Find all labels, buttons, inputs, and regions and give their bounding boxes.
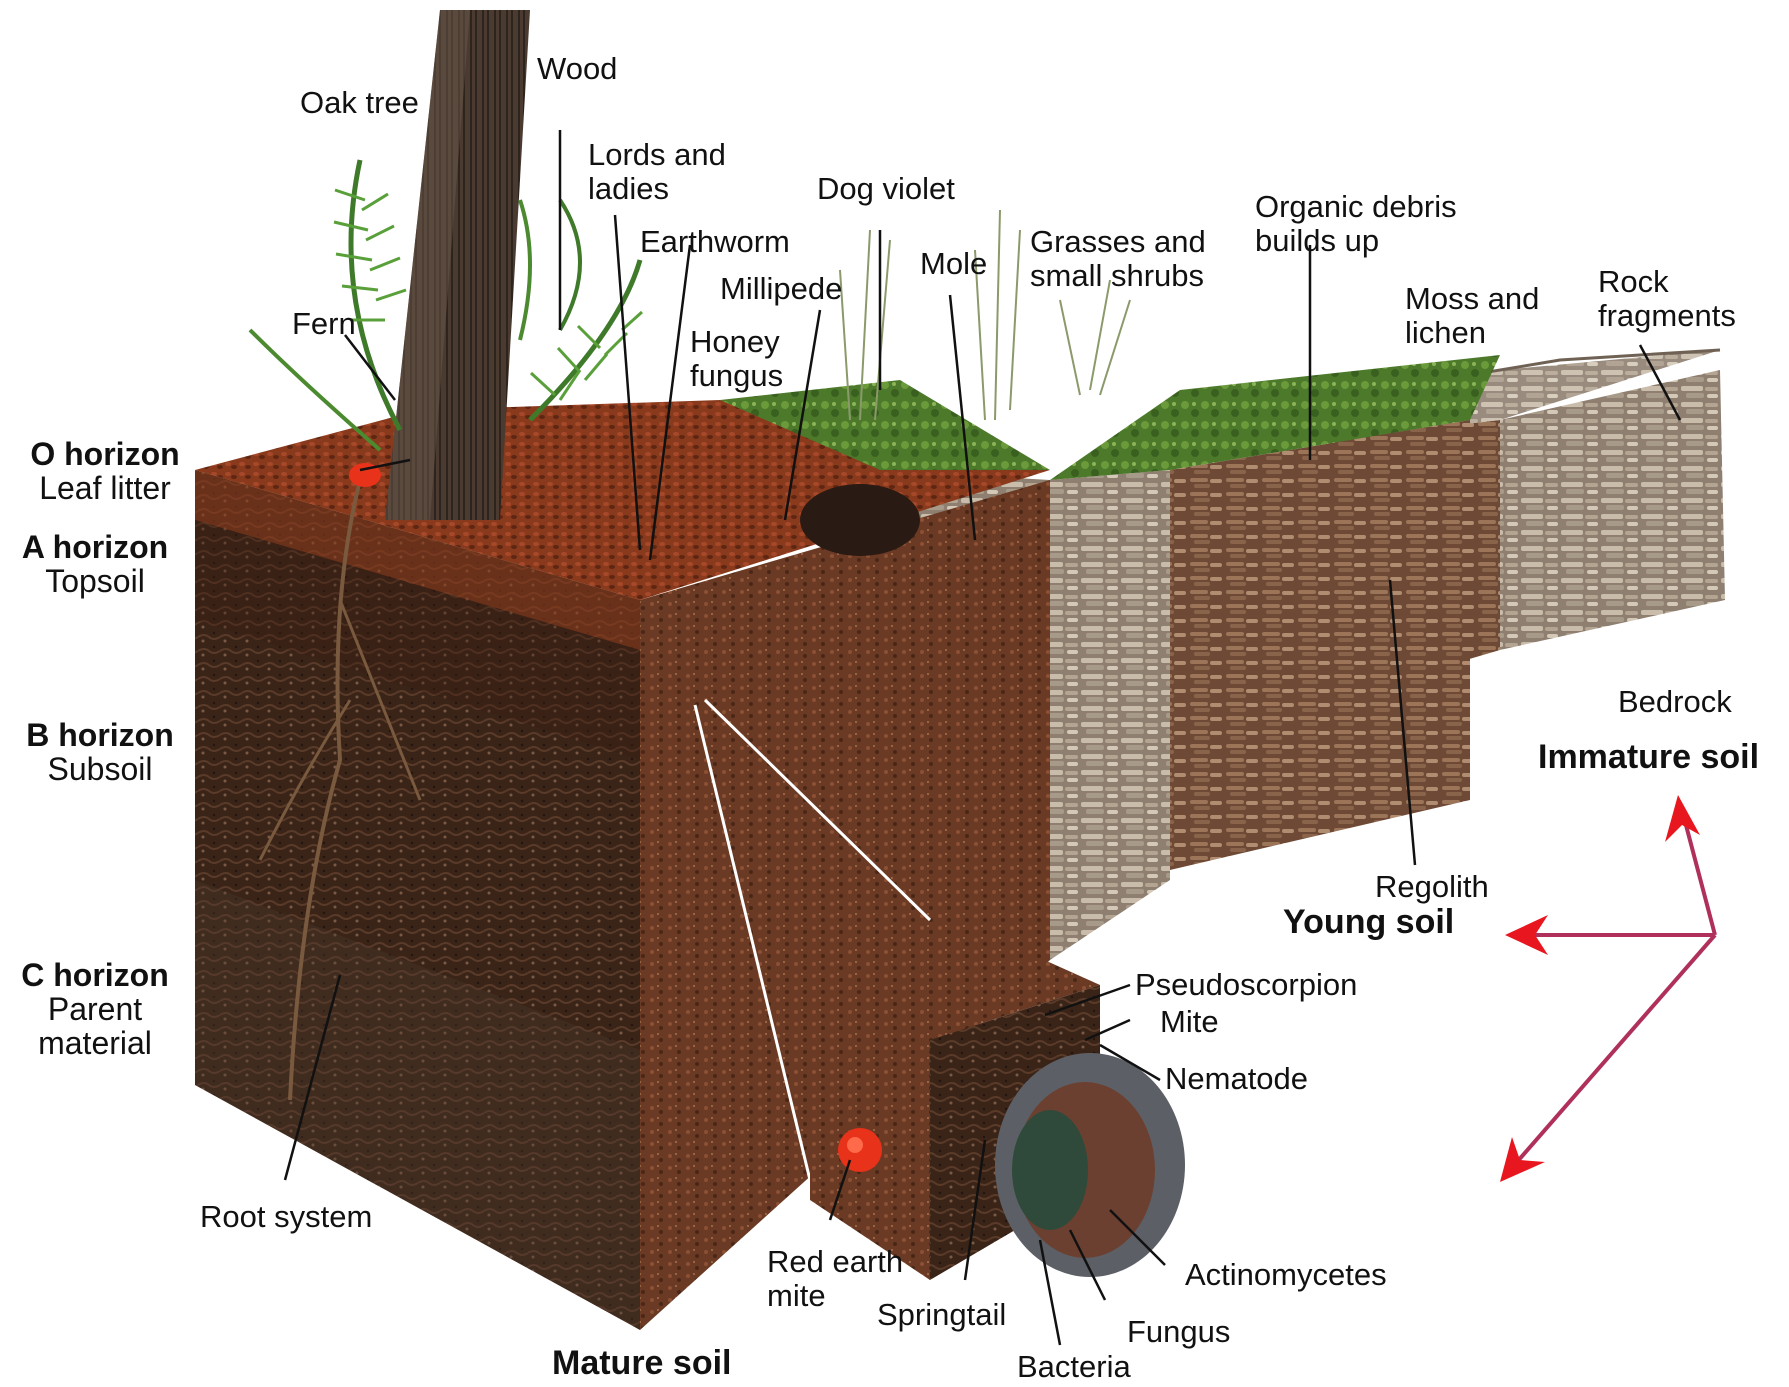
label-regolith: Regolith [1375,870,1489,904]
label-red-earth-mite: Red earth mite [767,1245,903,1313]
label-wood: Wood [537,52,617,86]
label-mite: Mite [1160,1005,1219,1039]
label-lords-and-ladies: Lords and ladies [588,138,726,206]
label-moss-line1: Moss and [1405,282,1539,316]
label-fern: Fern [292,307,356,341]
label-honey-fungus-line2: fungus [690,359,783,393]
label-red-earth-mite-line2: mite [767,1279,903,1313]
horizon-b-desc: Subsoil [10,752,190,786]
horizon-c-desc-line2: material [5,1026,185,1060]
label-fungus: Fungus [1127,1315,1230,1349]
label-rock-fragments-line2: fragments [1598,299,1736,333]
label-dog-violet: Dog violet [817,172,955,206]
horizon-b: B horizon Subsoil [10,718,190,786]
label-lords-and-ladies-line1: Lords and [588,138,726,172]
label-bacteria: Bacteria [1017,1350,1131,1384]
label-organic-debris: Organic debris builds up [1255,190,1457,258]
label-mole: Mole [920,247,987,281]
horizon-a-name: A horizon [5,530,185,564]
label-actinomycetes: Actinomycetes [1185,1258,1387,1292]
label-oak-tree: Oak tree [300,86,419,120]
label-rock-fragments: Rock fragments [1598,265,1736,333]
label-organic-debris-line1: Organic debris [1255,190,1457,224]
horizon-o-desc: Leaf litter [15,471,195,505]
label-bedrock: Bedrock [1618,685,1732,719]
label-millipede: Millipede [720,272,842,306]
horizon-c: C horizon Parent material [5,958,185,1060]
label-honey-fungus-line1: Honey [690,325,783,359]
label-lords-and-ladies-line2: ladies [588,172,726,206]
label-moss-line2: lichen [1405,316,1539,350]
label-nematode: Nematode [1165,1062,1308,1096]
horizon-b-name: B horizon [10,718,190,752]
label-rock-fragments-line1: Rock [1598,265,1736,299]
label-pseudoscorpion: Pseudoscorpion [1135,968,1357,1002]
label-red-earth-mite-line1: Red earth [767,1245,903,1279]
mole-illustration [800,484,920,556]
soil-development-arrows [1500,795,1715,1182]
horizon-c-desc-line1: Parent [5,992,185,1026]
label-root-system: Root system [200,1200,372,1234]
label-earthworm: Earthworm [640,225,790,259]
label-grasses-line2: small shrubs [1030,259,1206,293]
label-organic-debris-line2: builds up [1255,224,1457,258]
horizon-o: O horizon Leaf litter [15,437,195,505]
label-grasses-and-shrubs: Grasses and small shrubs [1030,225,1206,293]
horizon-a: A horizon Topsoil [5,530,185,598]
label-grasses-line1: Grasses and [1030,225,1206,259]
label-honey-fungus: Honey fungus [690,325,783,393]
horizon-a-desc: Topsoil [5,564,185,598]
label-moss-and-lichen: Moss and lichen [1405,282,1539,350]
stage-mature-soil: Mature soil [552,1346,731,1380]
stage-young-soil: Young soil [1283,905,1454,939]
stage-immature-soil: Immature soil [1538,740,1759,774]
horizon-o-name: O horizon [15,437,195,471]
horizon-c-name: C horizon [5,958,185,992]
